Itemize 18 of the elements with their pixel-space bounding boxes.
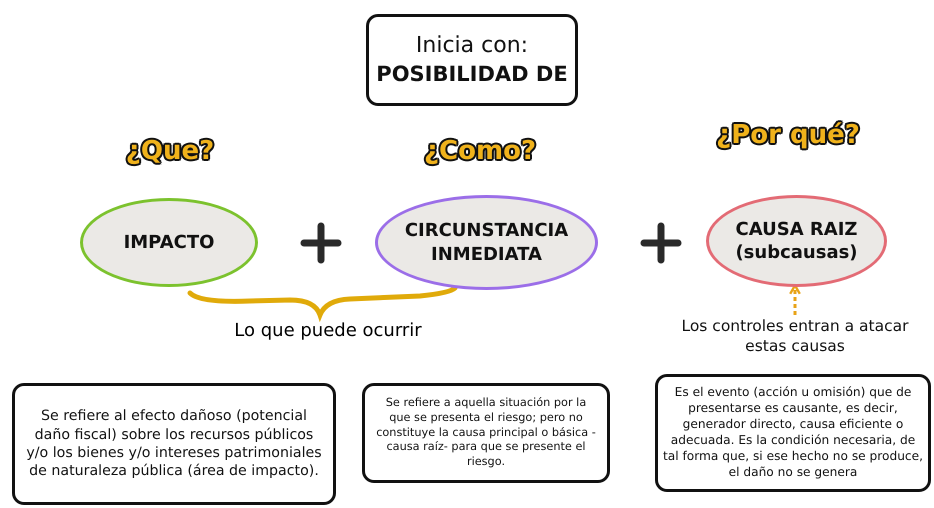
- title-intro: Inicia con:: [416, 32, 528, 60]
- question-heading: ¿Que?: [126, 136, 214, 166]
- description-text: Es el evento (acción u omisión) que de presentarse es causante, es decir, generador directo, causa eficiente o adecuada. Es la condición necesaria, de tal forma que, si ese hecho no se produce, el daño no se genera: [662, 385, 924, 481]
- node-label: CIRCUNSTANCIA INMEDIATA: [404, 219, 570, 266]
- description-text: Los controles entran a atacar estas causas: [680, 316, 910, 356]
- description-box: [655, 374, 931, 492]
- brace-caption: Lo que puede ocurrir: [234, 320, 422, 341]
- description-text: Se refiere a aquella situación por la que se presenta el riesgo; pero no constituye la causa principal o básica -causa raíz- para que se presente el riesgo.: [375, 396, 597, 470]
- question-heading: ¿Por qué?: [716, 120, 860, 150]
- node-label: CAUSA RAIZ (subcausas): [734, 218, 859, 264]
- question-heading: ¿Como?: [424, 136, 536, 166]
- description-text: Se refiere al efecto dañoso (potencial daño fiscal) sobre los recursos públicos y/o los bienes y/o intereses patrimoniales de naturaleza pública (área de impacto).: [25, 407, 323, 481]
- dotted-arrow: [789, 284, 801, 315]
- node-label: IMPACTO: [124, 230, 214, 254]
- description-box: [362, 383, 610, 483]
- title-box: [366, 14, 578, 106]
- description-box: [12, 383, 336, 505]
- title-text: POSIBILIDAD DE: [376, 60, 568, 88]
